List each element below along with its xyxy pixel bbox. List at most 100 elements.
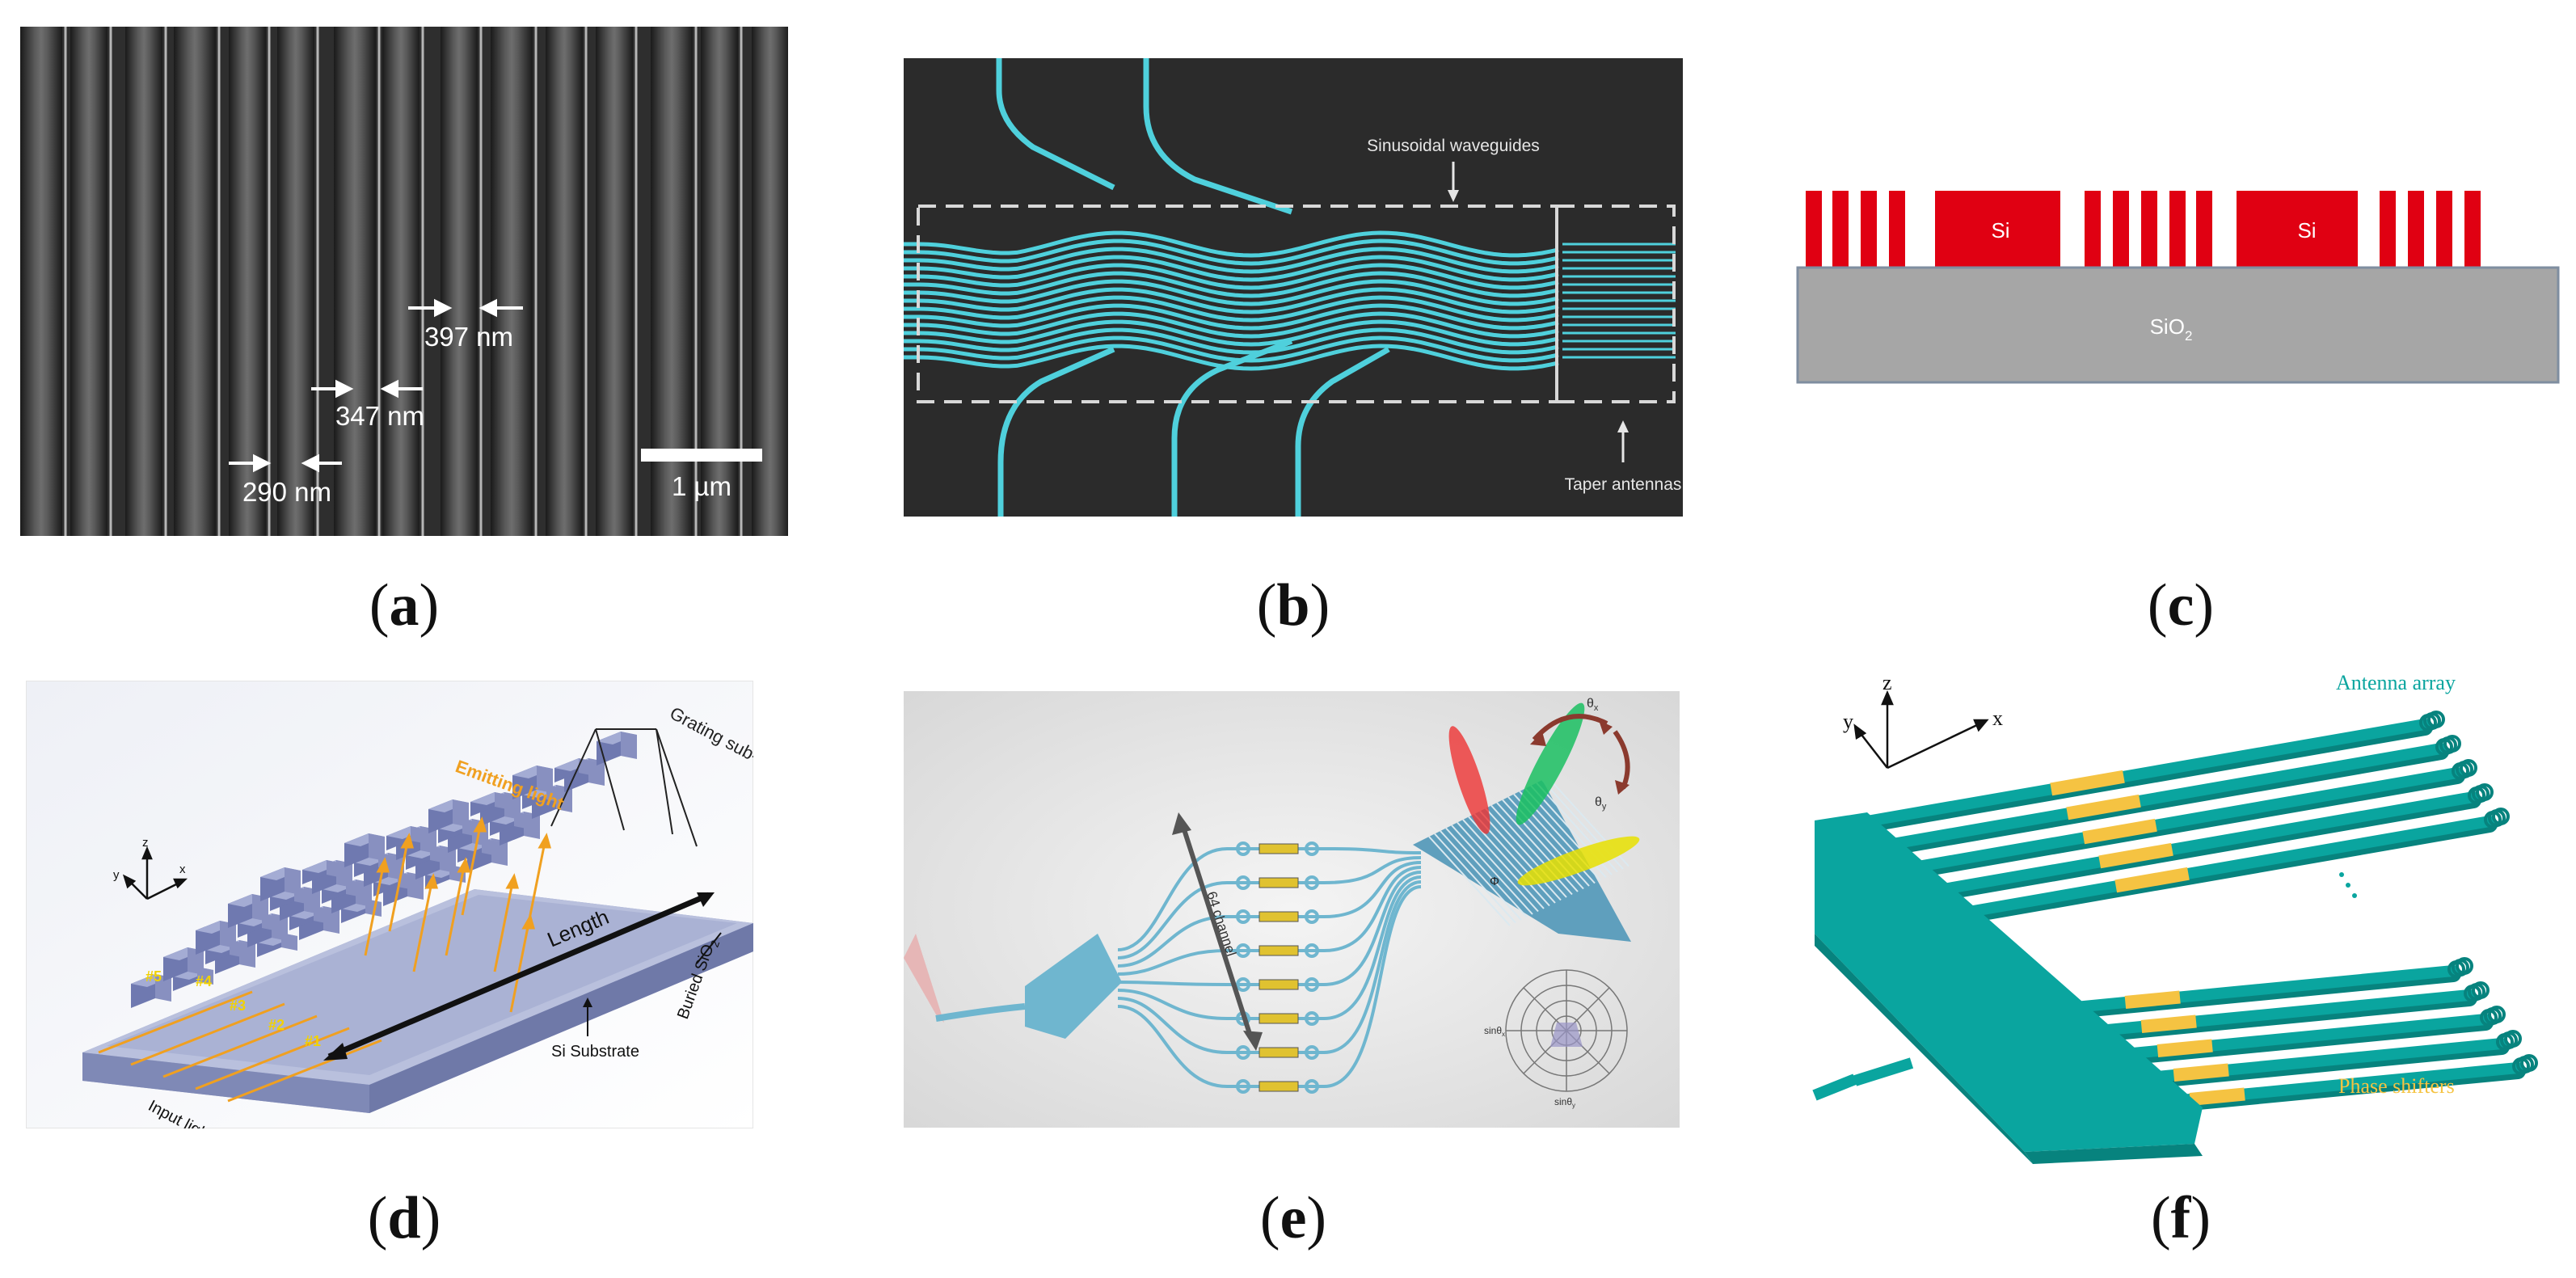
phase-shifter	[1258, 877, 1299, 888]
ring-loop	[1305, 909, 1319, 924]
caption-e: (e)	[1259, 1185, 1327, 1251]
label-si-left: Si	[1991, 218, 2009, 243]
sem-ridge	[20, 27, 62, 536]
emitted-light-arrowhead	[424, 873, 438, 889]
sem-ridge	[277, 27, 314, 536]
sinusoidal-waveguide	[904, 255, 1559, 282]
input-light-arrow	[227, 1039, 382, 1103]
antenna-grating-tip	[2488, 1006, 2506, 1023]
si-bar	[2464, 191, 2481, 268]
annotation-290nm: 290 nm	[242, 477, 331, 507]
emitted-light-arrow	[461, 825, 482, 916]
si-bar	[1832, 191, 1849, 268]
antenna-rod	[1926, 816, 2495, 924]
caption-b: (b)	[1256, 572, 1330, 639]
axes-icon-f	[1853, 690, 1989, 770]
label-antenna-array: Antenna array	[2336, 671, 2456, 694]
grating-line	[1445, 827, 1528, 918]
phase-shifter-segment	[2140, 1014, 2197, 1033]
sem-ridge	[334, 27, 376, 536]
phase-shifter-segment	[2189, 1087, 2245, 1106]
ring-loop	[1236, 875, 1250, 890]
grating-block-side	[327, 860, 343, 878]
grating-line	[1485, 808, 1567, 898]
phase-shifter	[1258, 1081, 1299, 1092]
annotation-397nm: 397 nm	[424, 322, 513, 352]
label-sio2: SiO2	[2150, 314, 2193, 344]
waveguide-channel	[1117, 880, 1422, 1054]
waveguide-channel	[1117, 885, 1422, 1088]
si-bar	[1806, 191, 1822, 268]
emitted-light-arrowhead	[505, 873, 519, 889]
grating-line	[1479, 810, 1562, 901]
sinusoidal-waveguide	[904, 344, 1559, 371]
emitted-light-arrowhead	[376, 857, 390, 873]
ring-loop	[1236, 1079, 1250, 1094]
grating-block-side	[188, 947, 204, 975]
grating-block-side	[285, 867, 301, 895]
antenna-grating-tip	[2520, 1054, 2538, 1072]
label-channel-2: #2	[268, 1017, 285, 1033]
antenna-rod	[1894, 767, 2463, 875]
ring-loop	[1305, 1079, 1319, 1094]
sinusoidal-waveguide	[904, 287, 1559, 314]
emitted-light-arrow	[412, 882, 433, 972]
sinusoidal-waveguide	[904, 303, 1559, 331]
phase-shifter-segment	[2173, 1063, 2229, 1082]
sinusoidal-waveguide	[904, 327, 1559, 355]
phase-shifter-segment	[2050, 770, 2125, 796]
phase-shifter-segment	[2124, 990, 2181, 1009]
sinusoidal-waveguide	[904, 319, 1559, 347]
emitted-light-arrow	[388, 841, 409, 932]
grating-block-side	[579, 758, 595, 776]
ring-loop	[1236, 909, 1250, 924]
caption-c: (c)	[2147, 572, 2215, 639]
ring-loop	[1305, 841, 1319, 856]
grating-block-side	[495, 792, 511, 810]
label-sin-theta-x: sinθx	[1484, 1025, 1505, 1038]
waveguide-channel	[1117, 847, 1422, 951]
sem-ridge	[491, 27, 533, 536]
panel-f-antenna-array: z y x Antenna array Phase shifters	[1798, 659, 2570, 1176]
sinusoidal-waveguide	[904, 263, 1559, 290]
sem-ridge	[70, 27, 108, 536]
phase-shifter	[1258, 979, 1299, 990]
grating-line	[1440, 830, 1522, 921]
annotation-347nm: 347 nm	[335, 401, 424, 431]
sem-ridge	[441, 27, 478, 536]
antenna-grating-tip	[2472, 981, 2490, 999]
phase-shifter-segment	[2157, 1039, 2213, 1057]
label-phase-shifters: Phase shifters	[2338, 1074, 2455, 1098]
sinusoidal-waveguide	[904, 247, 1559, 274]
axis-z-f: z	[1882, 671, 1892, 694]
antenna-rod	[1910, 791, 2479, 900]
grating-block-side	[369, 833, 385, 861]
antenna-grating-tip	[2456, 957, 2473, 975]
sinusoidal-waveguide	[904, 311, 1559, 339]
ring-loop	[1305, 943, 1319, 958]
label-si-right: Si	[2297, 218, 2316, 243]
sinusoidal-waveguide	[904, 279, 1559, 306]
axis-x-d: x	[179, 863, 186, 876]
si-bar	[2141, 191, 2157, 268]
phase-shifter-segment	[2082, 818, 2157, 845]
antenna-rod	[2043, 989, 2475, 1041]
antenna-grating-tip	[2492, 808, 2510, 825]
sem-ridge	[125, 27, 162, 536]
caption-a: (a)	[369, 572, 440, 639]
ring-loop	[1305, 875, 1319, 890]
si-bar	[2237, 191, 2358, 268]
waveguide-channel	[1117, 875, 1422, 1020]
si-bar	[1935, 191, 2060, 268]
phase-shifter	[1258, 843, 1299, 854]
si-bar	[2196, 191, 2212, 268]
input-light-arrow	[195, 1027, 350, 1090]
grating-line	[1428, 836, 1511, 926]
emitted-light-arrow	[509, 922, 530, 1013]
si-bar	[2436, 191, 2452, 268]
label-theta-x: θx	[1587, 697, 1599, 713]
grating-line	[1434, 833, 1516, 924]
label-channel-1: #1	[305, 1033, 321, 1049]
grating-block-side	[621, 732, 637, 759]
label-taper-antennas: Taper antennas	[1565, 475, 1682, 494]
